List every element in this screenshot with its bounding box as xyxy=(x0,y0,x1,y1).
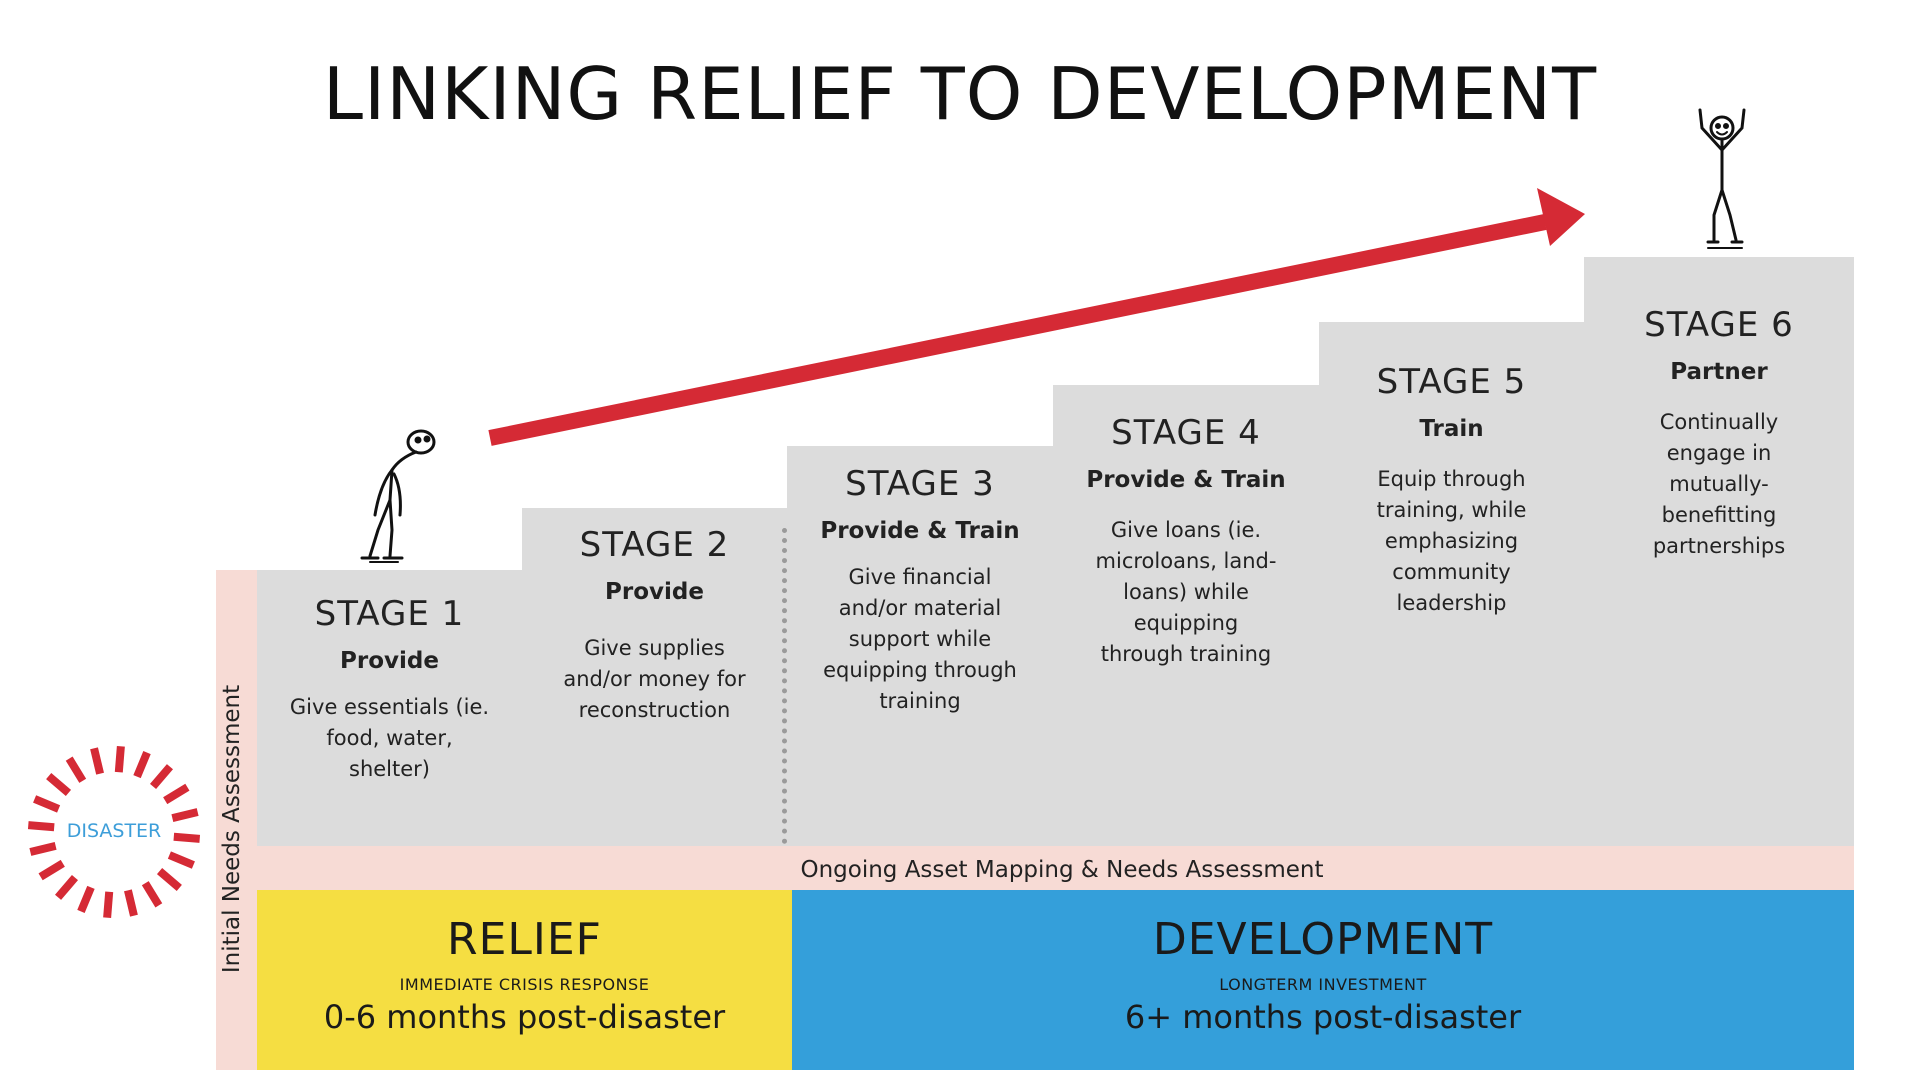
relief-development-divider xyxy=(782,528,787,844)
stage-1-action: Provide xyxy=(340,648,439,674)
burst-ray xyxy=(33,795,61,813)
burst-ray xyxy=(90,747,104,775)
stage-5-label: STAGE 5 xyxy=(1376,362,1527,402)
stage-6-action: Partner xyxy=(1670,359,1768,385)
step-3 xyxy=(787,446,1053,846)
burst-ray xyxy=(149,764,173,790)
burst-ray xyxy=(103,891,114,919)
burst-ray xyxy=(156,867,182,891)
development-title: DEVELOPMENT xyxy=(1152,914,1494,965)
stage-1-description: Give essentials (ie. food, water, shelte… xyxy=(289,695,490,781)
burst-ray xyxy=(55,874,79,900)
initial-assessment-label: Initial Needs Assessment xyxy=(219,684,245,974)
stage-5-action: Train xyxy=(1419,416,1484,442)
stage-6-text: STAGE 6 Partner Continually engage in mu… xyxy=(1609,305,1829,562)
burst-ray xyxy=(38,859,65,881)
step-6 xyxy=(1584,257,1854,846)
ongoing-assessment-band xyxy=(257,846,1854,890)
stage-4-action: Provide & Train xyxy=(1086,467,1286,493)
burst-ray xyxy=(65,756,87,783)
stage-1-label: STAGE 1 xyxy=(314,594,465,634)
ongoing-assessment-label: Ongoing Asset Mapping & Needs Assessment xyxy=(800,857,1324,883)
stage-2-description: Give supplies and/or money for reconstru… xyxy=(563,636,746,722)
burst-ray xyxy=(29,842,57,856)
development-duration: 6+ months post-disaster xyxy=(1124,998,1522,1036)
stage-4-description: Give loans (ie. microloans, land-loans) … xyxy=(1095,518,1277,666)
burst-ray xyxy=(167,851,195,869)
stage-4-label: STAGE 4 xyxy=(1111,413,1261,453)
burst-ray xyxy=(124,889,138,917)
relief-subtitle: IMMEDIATE CRISIS RESPONSE xyxy=(399,975,650,994)
stage-3-label: STAGE 3 xyxy=(845,464,995,504)
step-2 xyxy=(522,508,787,846)
burst-ray xyxy=(171,808,199,822)
stage-4-text: STAGE 4 Provide & Train Give loans (ie. … xyxy=(1078,413,1294,670)
development-subtitle: LONGTERM INVESTMENT xyxy=(1219,975,1427,994)
development-block: DEVELOPMENT LONGTERM INVESTMENT 6+ month… xyxy=(792,890,1854,1070)
stage-6-label: STAGE 6 xyxy=(1644,305,1794,345)
stage-5-description: Equip through training, while emphasizin… xyxy=(1376,467,1527,615)
burst-ray xyxy=(77,885,95,913)
relief-block: RELIEF IMMEDIATE CRISIS RESPONSE 0-6 mon… xyxy=(257,890,792,1070)
burst-ray xyxy=(46,773,72,797)
stage-3-text: STAGE 3 Provide & Train Give financial a… xyxy=(807,464,1033,717)
stage-3-action: Provide & Train xyxy=(820,518,1020,544)
step-1 xyxy=(257,570,522,846)
step-4 xyxy=(1053,385,1319,846)
stage-2-text: STAGE 2 Provide Give supplies and/or mon… xyxy=(552,525,757,726)
stage-2-label: STAGE 2 xyxy=(579,525,730,565)
burst-ray xyxy=(141,881,163,908)
burst-ray xyxy=(114,745,125,773)
relief-title: RELIEF xyxy=(447,914,602,965)
burst-ray xyxy=(163,783,190,805)
stage-1-text: STAGE 1 Provide Give essentials (ie. foo… xyxy=(287,594,492,785)
stage-6-description: Continually engage in mutually-benefitti… xyxy=(1652,410,1786,558)
burst-ray xyxy=(133,751,151,779)
stage-2-action: Provide xyxy=(605,579,704,605)
disaster-label: DISASTER xyxy=(66,820,162,842)
stage-3-description: Give financial and/or material support w… xyxy=(823,565,1017,713)
relief-duration: 0-6 months post-disaster xyxy=(323,998,726,1036)
diagram-title: LINKING RELIEF TO DEVELOPMENT xyxy=(322,52,1598,136)
initial-assessment-band xyxy=(216,570,257,1070)
stage-5-text: STAGE 5 Train Equip through training, wh… xyxy=(1339,362,1564,619)
